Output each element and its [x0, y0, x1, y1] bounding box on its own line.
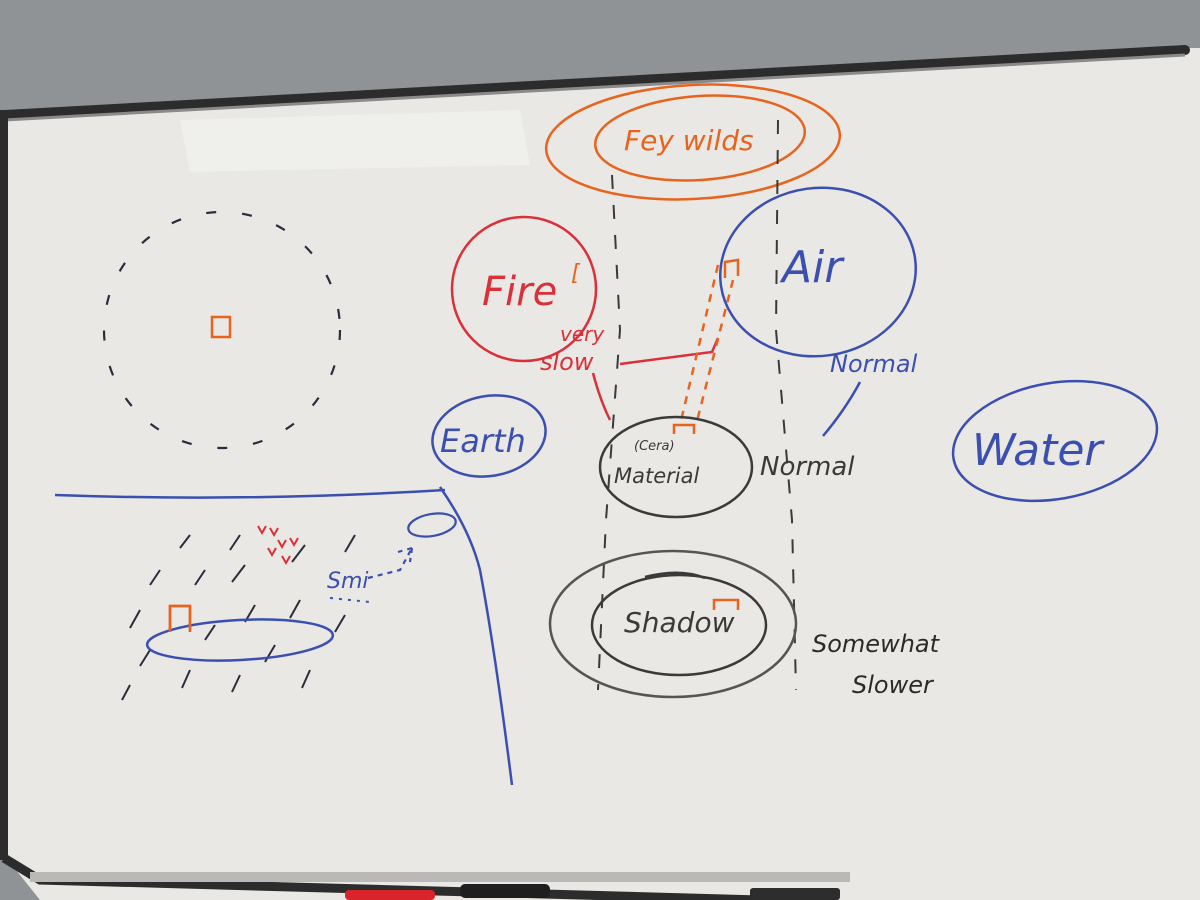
air-ring — [719, 186, 917, 358]
earth-ring — [431, 394, 547, 478]
air-label: Air — [779, 242, 845, 293]
material-note: (Cera) — [634, 439, 675, 454]
column-dash-left — [597, 174, 622, 691]
orange-dashed-connector-2 — [694, 279, 735, 426]
very-slow-pointer — [591, 372, 612, 421]
material-label: Material — [614, 464, 699, 488]
sketch-red-ticks — [257, 525, 299, 566]
orange-dashed-connector-1 — [678, 264, 720, 426]
sketch-horizon-line — [54, 488, 446, 499]
board-frame-top — [0, 45, 1190, 120]
marker-tray — [30, 872, 850, 882]
sketch-smi-arrow — [367, 546, 414, 580]
slow-label: slow — [540, 348, 594, 376]
sketch-ground-ellipse — [145, 618, 335, 662]
air-door-marker — [723, 258, 740, 278]
column-dash-right — [774, 119, 797, 691]
board-frame-top-highlight — [4, 53, 1186, 122]
eraser — [750, 888, 840, 900]
board-glare — [180, 110, 530, 172]
fey-wilds-label: Fey wilds — [624, 124, 754, 157]
whiteboard-surface — [8, 48, 1200, 900]
sketch-slope-line — [438, 486, 514, 786]
normal-air-pointer — [822, 381, 862, 437]
dashed-circle — [102, 210, 342, 450]
water-ring — [951, 379, 1159, 503]
sketch-doorway-marker — [168, 604, 192, 632]
fire-ring — [450, 215, 598, 363]
shadow-label: Shadow — [624, 606, 735, 639]
fire-label: Fire — [482, 269, 557, 315]
somewhat-label: Somewhat — [812, 630, 941, 658]
orange-square-marker — [210, 315, 232, 339]
shadow-inner-ring — [590, 573, 768, 677]
sketch-smi-dots — [329, 597, 371, 603]
water-label: Water — [972, 425, 1105, 476]
black-marker — [460, 884, 550, 898]
material-ring — [598, 415, 754, 519]
shadow-top-stroke — [644, 571, 706, 580]
sketch-rain-strokes — [121, 534, 356, 701]
shadow-door-marker — [712, 598, 740, 610]
fey-wilds-inner-ring — [593, 94, 807, 182]
fire-bracket-mark: [ — [571, 261, 581, 286]
fey-wilds-outer-ring — [544, 83, 842, 201]
material-door-marker — [672, 423, 696, 434]
red-marker — [345, 890, 435, 900]
earth-label: Earth — [440, 422, 526, 460]
sketch-small-blue-ellipse — [407, 512, 457, 538]
slower-label: Slower — [852, 671, 935, 699]
normal-air-label: Normal — [830, 350, 918, 378]
shadow-outer-ring — [548, 549, 798, 699]
very-label: very — [560, 322, 605, 346]
sketch-smi-label: Smi — [327, 569, 369, 594]
normal-right-label: Normal — [760, 452, 855, 482]
